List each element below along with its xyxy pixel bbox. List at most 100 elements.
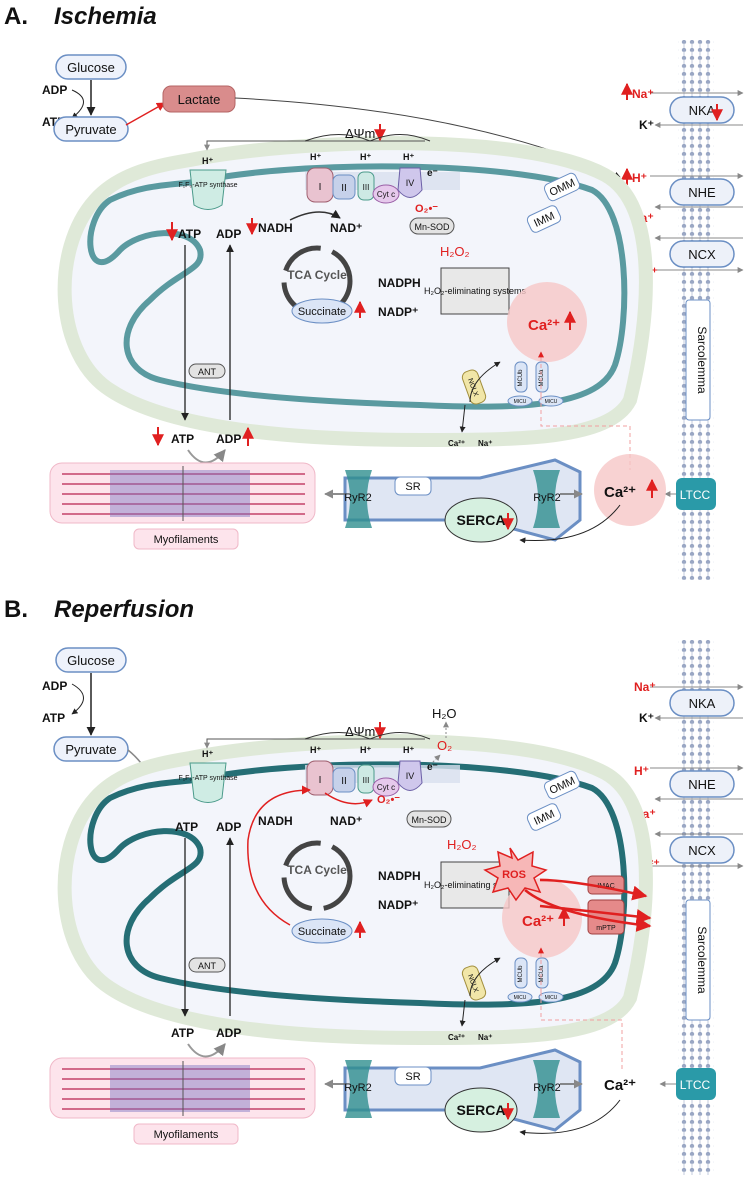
ryr2-right-label: RyR2	[533, 1082, 561, 1094]
ros-label: ROS	[502, 869, 526, 881]
succinate-label: Succinate	[298, 926, 346, 938]
atp-synthase-label: F₁F₀-ATP synthase	[178, 775, 237, 782]
atp-synthase: H⁺ F₁F₀-ATP synthase	[178, 156, 238, 210]
pyruvate-label: Pyruvate	[65, 742, 116, 757]
mcu-complex: MCUb MCUa MICU MICU	[507, 957, 564, 1003]
sarcoplasmic-reticulum: SR RyR2 RyR2	[343, 458, 582, 542]
complex-i: I	[319, 775, 322, 786]
na-ion-label: Na⁺	[632, 87, 654, 101]
mito-calcium-label: Ca²⁺	[528, 317, 560, 334]
succinate-box: Succinate	[291, 918, 353, 944]
h-plus-i: H⁺	[310, 152, 321, 162]
tca-label: TCA Cycle	[287, 863, 347, 877]
omm-label-box: OMM	[543, 172, 581, 202]
ant-transporter: ANT	[188, 957, 226, 973]
atp-matrix: ATP	[178, 227, 201, 241]
nka-label: NKA	[689, 696, 716, 711]
nhe-label: NHE	[688, 185, 716, 200]
atp-cytosol: ATP	[171, 1026, 194, 1040]
k-ion-label: K⁺	[639, 711, 654, 725]
ncx-transporter: NCX	[669, 240, 735, 268]
ltcc-label: LTCC	[680, 488, 711, 502]
lactate-label: Lactate	[178, 92, 221, 107]
electron-label: e⁻	[427, 762, 438, 773]
complex-iii: III	[363, 183, 370, 192]
adp-input: ADP	[42, 83, 67, 97]
h-ion-label: H⁺	[634, 764, 649, 778]
electron-transport-chain: I II III Cyt c IV H⁺ H⁺ H⁺ e⁻	[305, 152, 460, 204]
myofilaments-label: Myofilaments	[154, 1129, 219, 1141]
mn-sod-box: Mn-SOD	[406, 810, 452, 828]
complex-ii: II	[341, 183, 347, 194]
lactate-box: Lactate	[162, 85, 236, 113]
membrane-potential-label: ΔΨm	[345, 126, 375, 141]
nad-label: NAD⁺	[330, 221, 362, 235]
superoxide-label: O₂•⁻	[415, 203, 438, 215]
mcua-label: MCUa	[539, 369, 545, 387]
mcub-label: MCUb	[518, 965, 524, 983]
panel-letter: A.	[4, 3, 28, 30]
mn-sod-label: Mn-SOD	[411, 815, 447, 825]
h-plus-iii: H⁺	[360, 745, 371, 755]
oxygen-label: O₂	[437, 738, 452, 753]
adp-input: ADP	[42, 679, 67, 693]
nadp-label: NADP⁺	[378, 898, 418, 912]
imm-label-box: IMM	[526, 803, 562, 831]
ryr2-right-label: RyR2	[533, 492, 561, 504]
atp-output: ATP	[42, 711, 65, 725]
adp-cytosol: ADP	[216, 432, 241, 446]
glucose-label: Glucose	[67, 653, 115, 668]
glucose-box: Glucose	[55, 54, 127, 80]
tca-cycle: TCA Cycle	[281, 245, 353, 317]
electron-transport-chain: I II III Cyt c IV H⁺ H⁺ H⁺ e⁻	[305, 745, 460, 797]
nadph-label: NADPH	[378, 869, 421, 883]
nad-label: NAD⁺	[330, 814, 362, 828]
nadp-label: NADP⁺	[378, 305, 418, 319]
nka-label: NKA	[689, 103, 716, 118]
myofilaments: Myofilaments	[49, 1057, 316, 1145]
na-ion-label: Na⁺	[634, 680, 656, 694]
adp-matrix: ADP	[216, 227, 241, 241]
complex-iii: III	[363, 776, 370, 785]
panel-reperfusion: B. Reperfusion Sarcolemma NKA Na⁺ K⁺ NHE…	[4, 596, 744, 1175]
h-plus-iv: H⁺	[403, 745, 414, 755]
ca-small-label: Ca²⁺	[448, 1033, 465, 1042]
superoxide-label: O₂•⁻	[377, 794, 400, 806]
panel-ischemia: A. Ischemia Sarcolemma NKA Na⁺ K⁺ NHE H⁺…	[4, 3, 744, 580]
mcub-label: MCUb	[518, 369, 524, 387]
imm-label-box: IMM	[526, 205, 562, 233]
na-small-label: Na⁺	[478, 439, 492, 448]
nhe-transporter: NHE	[669, 178, 735, 206]
mptp-label: mPTP	[596, 925, 616, 932]
h-plus-label: H⁺	[202, 156, 213, 166]
pyruvate-box: Pyruvate	[53, 736, 129, 762]
serca-pump: SERCA	[444, 1087, 518, 1133]
micu-label-1: MICU	[514, 995, 527, 1001]
h2o2-eliminating-systems: H₂O₂-eliminating systems	[424, 267, 527, 315]
cytosolic-calcium-label: Ca²⁺	[604, 1077, 636, 1094]
serca-pump: SERCA	[444, 497, 518, 543]
myofilaments: Myofilaments	[49, 462, 316, 550]
cytosolic-calcium-label: Ca²⁺	[604, 484, 636, 501]
ncx-label: NCX	[688, 843, 716, 858]
h-plus-iii: H⁺	[360, 152, 371, 162]
cytochrome-c: Cyt c	[377, 190, 395, 199]
nhe-transporter: NHE	[669, 770, 735, 798]
panel-letter: B.	[4, 596, 28, 623]
tca-label: TCA Cycle	[287, 268, 347, 282]
h-plus-i: H⁺	[310, 745, 321, 755]
serca-label: SERCA	[456, 1102, 505, 1118]
succinate-label: Succinate	[298, 306, 346, 318]
mn-sod-label: Mn-SOD	[414, 222, 450, 232]
complex-iv: IV	[406, 771, 415, 781]
electron-label: e⁻	[427, 168, 438, 179]
ltcc-label: LTCC	[680, 1078, 711, 1092]
sr-label: SR	[405, 481, 420, 493]
mito-calcium-label: Ca²⁺	[522, 913, 554, 930]
ryr2-left-label: RyR2	[344, 1082, 372, 1094]
ant-label: ANT	[198, 367, 217, 377]
mcua-label: MCUa	[539, 965, 545, 983]
micu-label-2: MICU	[545, 995, 558, 1001]
sarcoplasmic-reticulum: SR RyR2 RyR2	[343, 1048, 582, 1132]
h2o2-label: H₂O₂	[440, 244, 470, 259]
